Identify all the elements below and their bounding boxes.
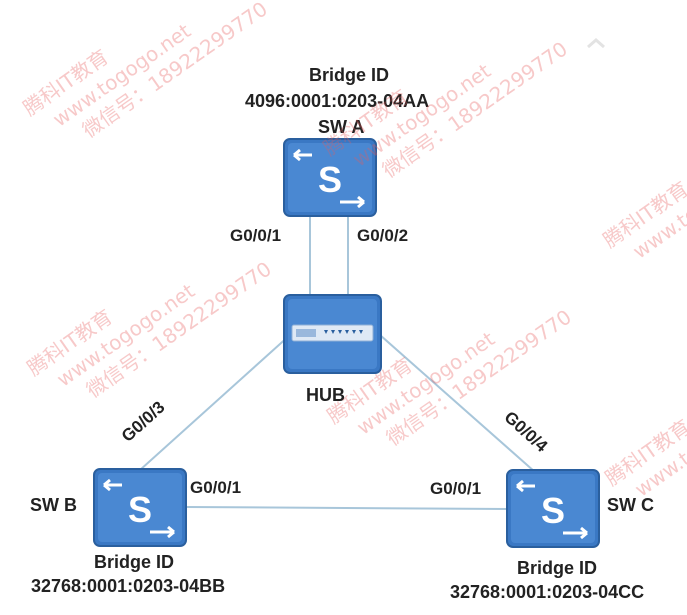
decorative-mark <box>587 38 605 49</box>
svg-text:S: S <box>128 489 152 530</box>
hub-label: HUB <box>306 385 345 405</box>
swb-name: SW B <box>30 495 77 515</box>
links <box>139 216 536 510</box>
link-swb-swc <box>184 506 509 510</box>
svg-text:S: S <box>541 490 565 531</box>
swa-name: SW A <box>318 117 365 137</box>
swa-port-g001: G0/0/1 <box>230 226 282 245</box>
switch-icon: S <box>283 138 377 217</box>
swc-bridge-id: 32768:0001:0203-04CC <box>450 582 645 602</box>
swc-port-g001: G0/0/1 <box>430 479 482 498</box>
swc-bridge-id-label: Bridge ID <box>517 558 598 578</box>
switch-icon: S <box>93 468 187 547</box>
swa-bridge-id: 4096:0001:0203-04AA <box>245 91 430 111</box>
link-hub-swc <box>379 334 536 473</box>
swb-bridge-id: 32768:0001:0203-04BB <box>31 576 226 596</box>
swc-name: SW C <box>607 495 654 515</box>
swa-bridge-id-label: Bridge ID <box>309 65 390 85</box>
svg-text:S: S <box>318 159 342 200</box>
hub-icon <box>283 294 382 374</box>
swa-port-g002: G0/0/2 <box>357 226 409 245</box>
swb-port-g001: G0/0/1 <box>190 478 242 497</box>
swb-bridge-id-label: Bridge ID <box>94 552 175 572</box>
switch-icon: S <box>506 469 600 548</box>
link-hub-swb <box>139 334 291 471</box>
